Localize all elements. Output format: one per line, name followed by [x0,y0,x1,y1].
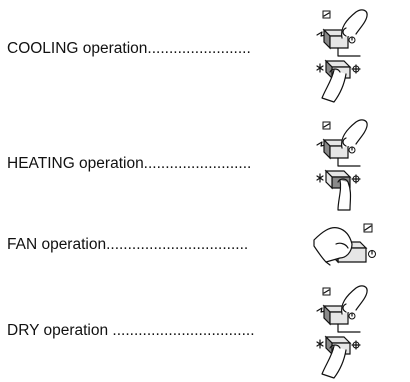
fan-operation-label: FAN operation...........................… [7,236,249,253]
dry-operation-label: DRY operation ..........................… [7,322,255,339]
cooling-operation-label: COOLING operation.......................… [7,40,251,57]
heating-switch-illustration [316,112,376,214]
dry-switch-illustration [316,278,376,382]
cooling-switch-illustration [316,6,376,104]
heating-operation-label: HEATING operation.......................… [7,155,252,172]
fan-switch-illustration [312,222,384,272]
